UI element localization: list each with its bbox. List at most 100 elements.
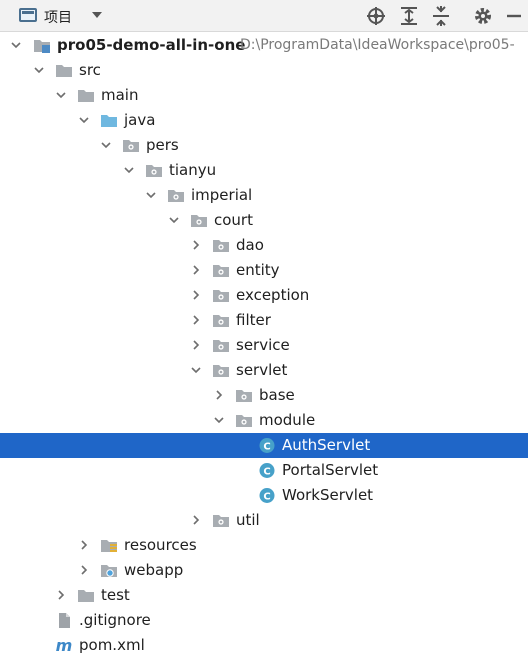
chevron-down-icon[interactable] [145,189,157,201]
chevron-right-icon[interactable] [190,514,202,526]
tree-row-java[interactable]: java [0,108,528,133]
tree-row-servlet[interactable]: servlet [0,358,528,383]
chevron-right-icon[interactable] [78,539,90,551]
view-title[interactable]: 项目 [44,10,72,26]
chevron-right-icon[interactable] [190,264,202,276]
tree-label: pom.xml [79,636,145,654]
package-icon [235,387,253,404]
gear-icon[interactable] [472,5,494,27]
tree-row-test[interactable]: test [0,583,528,608]
tree-label: WorkServlet [282,486,374,504]
chevron-down-icon[interactable] [55,89,67,101]
chevron-down-icon[interactable] [100,139,112,151]
tree-row-dao[interactable]: dao [0,233,528,258]
chevron-right-icon[interactable] [78,564,90,576]
tree-row-portal-servlet[interactable]: PortalServlet [0,458,528,483]
chevron-down-icon[interactable] [168,214,180,226]
package-icon [145,162,163,179]
tree-row-filter[interactable]: filter [0,308,528,333]
package-icon [212,287,230,304]
tree-row-work-servlet[interactable]: WorkServlet [0,483,528,508]
tree-row-resources[interactable]: resources [0,533,528,558]
tree-label: base [259,386,295,404]
hide-icon[interactable] [503,5,525,27]
tree-label: .gitignore [79,611,151,629]
tree-label: filter [236,311,271,329]
locate-icon[interactable] [365,5,387,27]
chevron-right-icon[interactable] [190,339,202,351]
tree-row-util[interactable]: util [0,508,528,533]
tree-label: webapp [124,561,184,579]
dropdown-arrow-icon[interactable] [90,9,104,21]
maven-icon [55,637,73,654]
tree-label: imperial [191,186,253,204]
chevron-down-icon[interactable] [190,364,202,376]
project-view-icon[interactable] [19,8,37,22]
tree-row-pers[interactable]: pers [0,133,528,158]
tree-label: tianyu [169,161,217,179]
tree-row-entity[interactable]: entity [0,258,528,283]
tree-label: exception [236,286,310,304]
tree-label: AuthServlet [282,436,371,454]
folder-icon [77,87,95,104]
folder-icon [77,587,95,604]
tree-row-auth-servlet[interactable]: AuthServlet [0,433,528,458]
tree-label: test [101,586,130,604]
tree-label: pers [146,136,179,154]
java-class-icon [258,462,276,479]
chevron-down-icon[interactable] [123,164,135,176]
tree-row-tianyu[interactable]: tianyu [0,158,528,183]
tree-label: entity [236,261,280,279]
tree-label: court [214,211,253,229]
tree-label: servlet [236,361,288,379]
package-icon [212,337,230,354]
chevron-right-icon[interactable] [190,314,202,326]
tree-row-webapp[interactable]: webapp [0,558,528,583]
package-icon [212,512,230,529]
resources-folder-icon [100,537,118,554]
tree-label: dao [236,236,264,254]
tree-row-src[interactable]: src [0,58,528,83]
tree-row-exception[interactable]: exception [0,283,528,308]
tree-row-pom[interactable]: pom.xml [0,633,528,658]
package-icon [212,362,230,379]
tree-label: util [236,511,260,529]
tree-label: PortalServlet [282,461,379,479]
tree-row-service[interactable]: service [0,333,528,358]
tree-row-main[interactable]: main [0,83,528,108]
chevron-down-icon[interactable] [213,414,225,426]
tree-label: pro05-demo-all-in-one [57,36,246,54]
package-icon [212,262,230,279]
java-class-icon [258,437,276,454]
chevron-right-icon[interactable] [55,589,67,601]
tree-row-root[interactable]: pro05-demo-all-in-one D:\ProgramData\Ide… [0,33,528,58]
tree-row-court[interactable]: court [0,208,528,233]
folder-icon [55,62,73,79]
package-icon [122,137,140,154]
tree-row-gitignore[interactable]: .gitignore [0,608,528,633]
expand-all-icon[interactable] [398,5,420,27]
chevron-right-icon[interactable] [190,239,202,251]
chevron-down-icon[interactable] [33,64,45,76]
file-icon [55,612,73,629]
tree-label: service [236,336,290,354]
tree-row-module[interactable]: module [0,408,528,433]
source-folder-icon [100,112,118,129]
package-icon [190,212,208,229]
chevron-down-icon[interactable] [78,114,90,126]
package-icon [212,237,230,254]
web-folder-icon [100,562,118,579]
chevron-right-icon[interactable] [190,289,202,301]
chevron-right-icon[interactable] [213,389,225,401]
java-class-icon [258,487,276,504]
package-icon [235,412,253,429]
package-icon [212,312,230,329]
collapse-all-icon[interactable] [430,5,452,27]
chevron-down-icon[interactable] [10,39,22,51]
tree-row-imperial[interactable]: imperial [0,183,528,208]
tree-label: src [79,61,101,79]
project-path: D:\ProgramData\IdeaWorkspace\pro05- [240,37,515,53]
tree-row-base[interactable]: base [0,383,528,408]
module-folder-icon [33,37,51,54]
tree-label: module [259,411,316,429]
